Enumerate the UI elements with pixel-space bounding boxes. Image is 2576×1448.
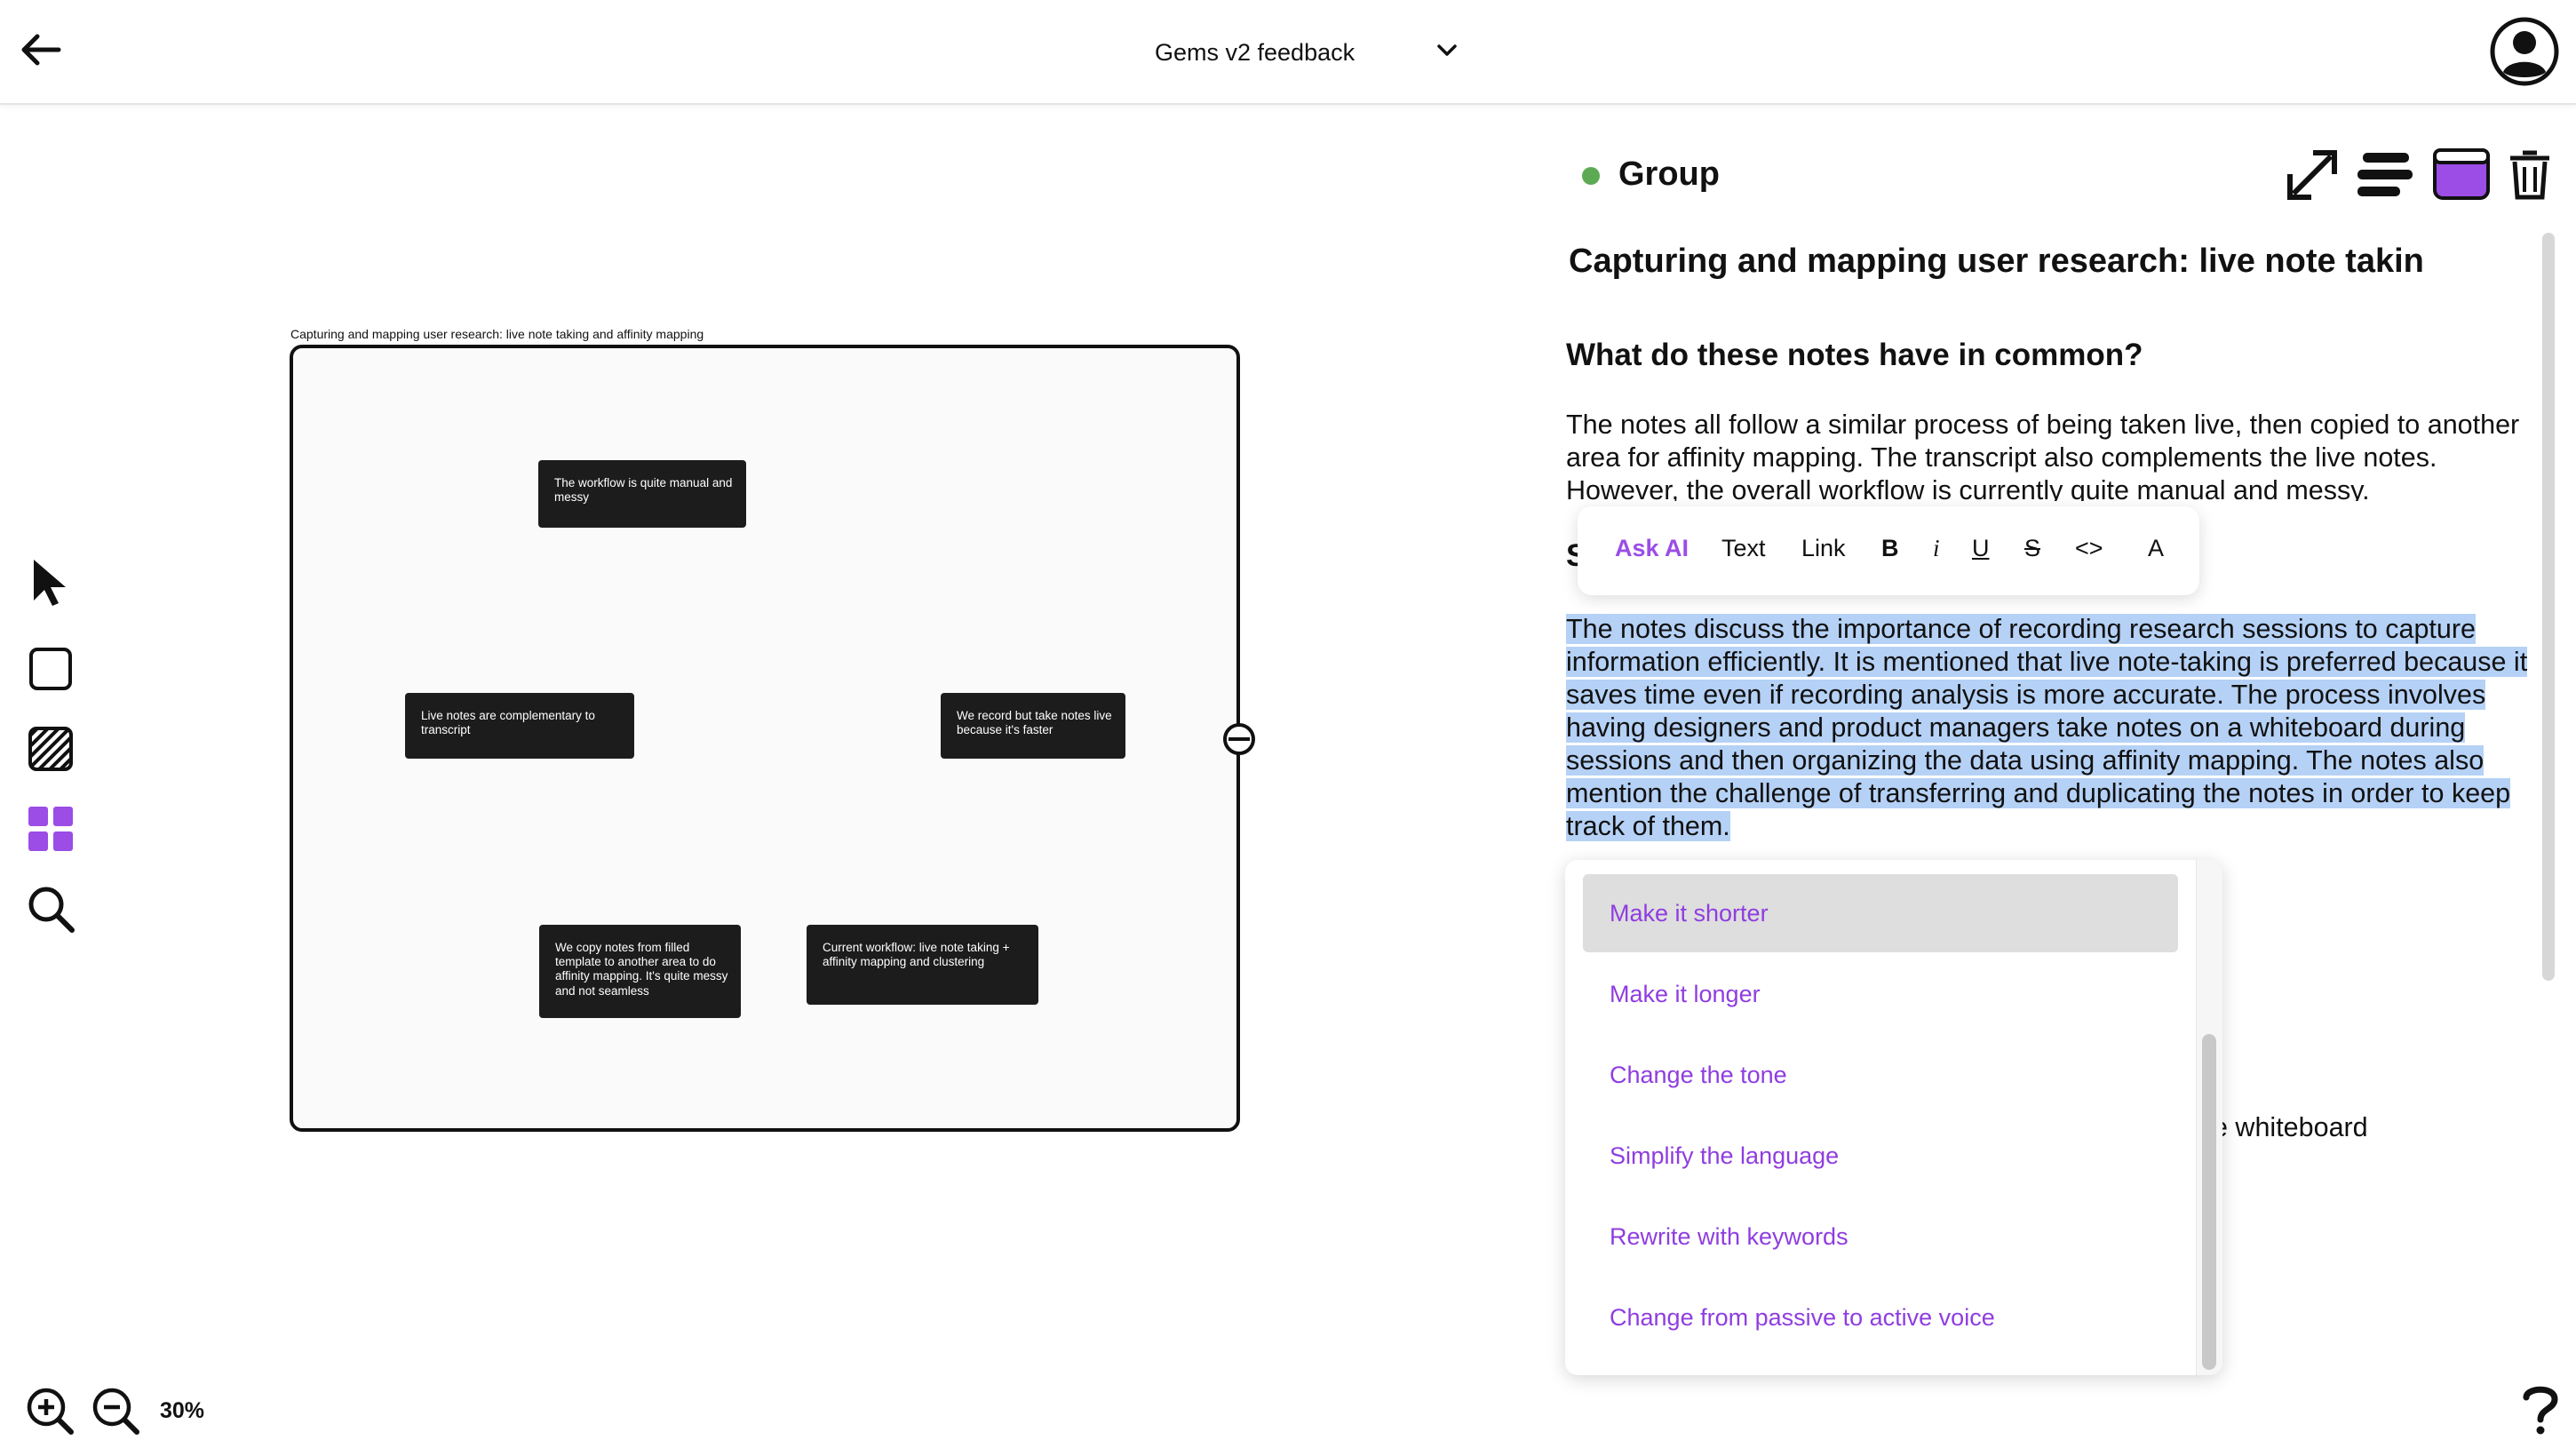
ai-option-passive-to-active[interactable]: Change from passive to active voice (1610, 1303, 1995, 1331)
zoom-out-icon[interactable] (91, 1386, 140, 1436)
chevron-down-icon (1435, 38, 1459, 68)
format-toolbar: Ask AI Text Link B i U S <> A (1578, 506, 2199, 595)
align-icon[interactable] (2354, 146, 2414, 203)
sticky-note[interactable]: We record but take notes live because it… (941, 693, 1125, 759)
zoom-in-icon[interactable] (25, 1386, 75, 1436)
doc-paragraph[interactable]: The notes all follow a similar process o… (1566, 410, 2520, 501)
ai-option-change-tone[interactable]: Change the tone (1610, 1061, 1787, 1088)
doc-heading[interactable]: What do these notes have in common? (1566, 338, 2143, 372)
rectangle-icon[interactable] (25, 643, 76, 695)
trash-icon[interactable] (2507, 146, 2553, 203)
underline-button[interactable]: U (1972, 535, 1990, 561)
sticky-note[interactable]: We copy notes from filled template to an… (539, 925, 741, 1018)
panel-scrollbar[interactable] (2542, 233, 2555, 981)
sticky-note[interactable]: Current workflow: live note taking + aff… (807, 925, 1038, 1005)
board-title-dropdown[interactable]: Gems v2 feedback (1155, 30, 1459, 75)
sticky-note[interactable]: The workflow is quite manual and messy (538, 460, 746, 528)
back-arrow-icon[interactable] (16, 25, 66, 75)
pointer-icon[interactable] (25, 556, 76, 608)
ai-menu-scrollbar[interactable] (2202, 1034, 2216, 1370)
frame-label: Capturing and mapping user research: liv… (290, 327, 704, 341)
ai-option-simplify-language[interactable]: Simplify the language (1610, 1142, 1840, 1169)
selected-text: The notes discuss the importance of reco… (1566, 614, 2528, 841)
bold-button[interactable]: B (1881, 535, 1899, 561)
help-icon[interactable] (2519, 1382, 2562, 1436)
ai-suggestions-menu: Make it shorter Make it longer Change th… (1565, 860, 2222, 1375)
italic-button[interactable]: i (1933, 535, 1940, 561)
board-title: Gems v2 feedback (1155, 38, 1356, 66)
ai-option-make-shorter[interactable]: Make it shorter (1583, 874, 2178, 952)
text-style-button[interactable]: Text (1721, 535, 1766, 561)
zoom-level: 30% (160, 1398, 205, 1423)
doc-title[interactable]: Capturing and mapping user research: liv… (1569, 243, 2424, 280)
selected-paragraph[interactable]: The notes discuss the importance of reco… (1566, 613, 2534, 843)
user-avatar-icon[interactable] (2489, 16, 2560, 87)
ask-ai-button[interactable]: Ask AI (1615, 535, 1690, 561)
ai-option-rewrite-keywords[interactable]: Rewrite with keywords (1610, 1222, 1849, 1250)
group-status-dot (1582, 167, 1600, 185)
sticky-note[interactable]: Live notes are complementary to transcri… (405, 693, 634, 759)
top-bar: Gems v2 feedback (0, 0, 2576, 105)
group-label: Group (1618, 155, 1720, 193)
hatch-pattern-icon[interactable] (25, 723, 76, 775)
link-button[interactable]: Link (1801, 535, 1846, 561)
doc-trailing-text[interactable]: e whiteboard (2213, 1112, 2368, 1142)
text-color-button[interactable]: A (2148, 535, 2165, 561)
frame-resize-handle[interactable] (1223, 723, 1255, 755)
code-button[interactable]: <> (2075, 535, 2103, 561)
expand-icon[interactable] (2285, 146, 2340, 203)
window-icon[interactable] (2432, 146, 2491, 203)
search-icon[interactable] (25, 883, 76, 935)
ai-option-make-longer[interactable]: Make it longer (1610, 980, 1761, 1007)
strikethrough-button[interactable]: S (2024, 535, 2041, 561)
grid-icon[interactable] (25, 803, 76, 855)
